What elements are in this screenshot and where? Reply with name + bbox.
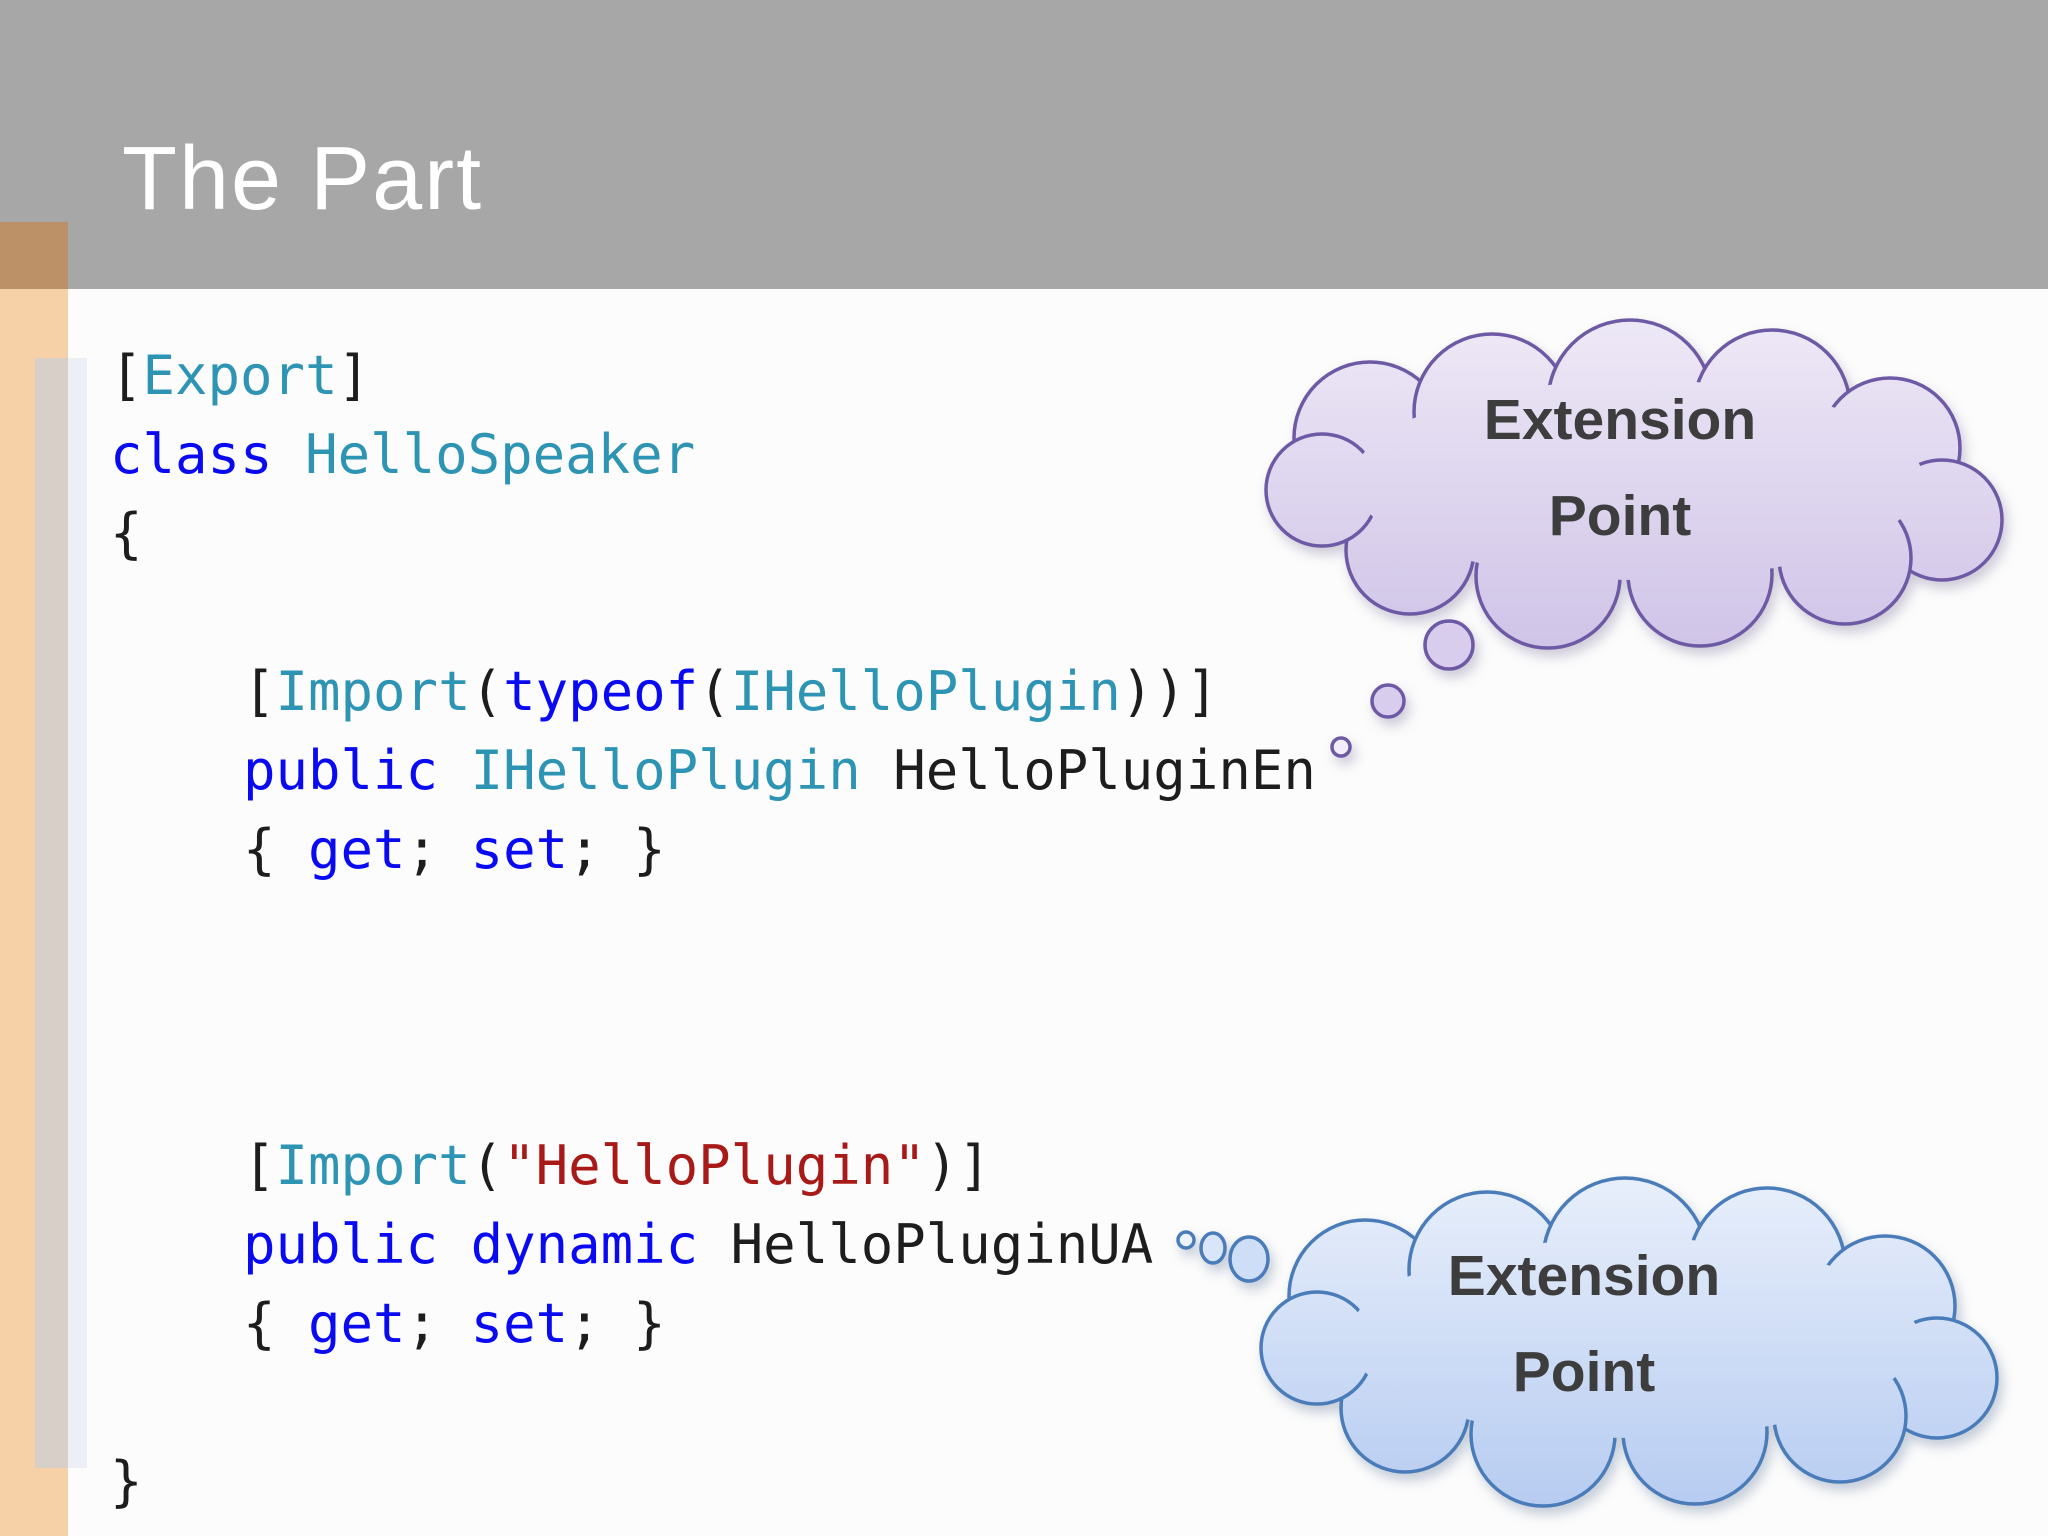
slide-header-band — [0, 0, 2048, 289]
code-token: Export — [142, 344, 338, 407]
cloud-label-line: Point — [1512, 1340, 1656, 1404]
code-token: )] — [925, 1134, 991, 1197]
code-token: "HelloPlugin" — [503, 1134, 926, 1197]
code-line — [110, 573, 1316, 652]
code-token: [ — [110, 344, 143, 407]
code-token: HelloPluginUA — [730, 1213, 1154, 1276]
thought-trail-bubble — [1423, 619, 1475, 671]
code-token: ; } — [568, 1292, 666, 1355]
cloud-label-bottom: Extension Point — [1349, 1228, 1819, 1420]
cloud-label-line: Extension — [1483, 388, 1757, 452]
code-token: IHelloPlugin — [730, 660, 1121, 723]
code-token: { — [110, 502, 143, 565]
code-line — [110, 968, 1316, 1047]
code-line: [Import(typeof(IHelloPlugin))] — [110, 652, 1316, 731]
code-line: { get; set; } — [110, 810, 1316, 889]
code-token: public — [243, 1213, 471, 1276]
code-line: { get; set; } — [110, 1284, 1316, 1363]
code-token: HelloSpeaker — [305, 423, 696, 486]
code-token: ; } — [568, 818, 666, 881]
code-token: public — [243, 739, 471, 802]
cloud-label-top: Extension Point — [1385, 372, 1855, 564]
code-token: [ — [243, 1134, 276, 1197]
code-token: ] — [337, 344, 371, 407]
code-line — [110, 1047, 1316, 1126]
code-token: typeof — [503, 660, 699, 723]
code-token: ( — [470, 660, 504, 723]
slide-title: The Part — [122, 129, 484, 229]
code-line: [Export] — [110, 336, 1316, 415]
code-line — [110, 1363, 1316, 1442]
code-token: ( — [470, 1134, 504, 1197]
code-token: ))] — [1120, 660, 1219, 723]
code-line — [110, 889, 1316, 968]
code-token: Import — [275, 1134, 471, 1197]
code-token: ; — [405, 818, 471, 881]
code-token: } — [110, 1450, 143, 1513]
code-line: public IHelloPlugin HelloPluginEn — [110, 731, 1316, 810]
code-token: dynamic — [470, 1213, 731, 1276]
code-line: class HelloSpeaker — [110, 415, 1316, 494]
thought-trail-bubble — [1370, 683, 1406, 719]
cloud-label-line: Point — [1548, 484, 1692, 548]
code-token: IHelloPlugin — [470, 739, 894, 802]
code-line: { — [110, 494, 1316, 573]
code-line: [Import("HelloPlugin")] — [110, 1126, 1316, 1205]
code-block: [Export]class HelloSpeaker{[Import(typeo… — [110, 336, 1316, 1521]
code-token: [ — [243, 660, 276, 723]
left-bar-gray-outer — [68, 358, 87, 1468]
left-stripe-dark-tan — [0, 222, 68, 289]
code-line: public dynamic HelloPluginUA — [110, 1205, 1316, 1284]
code-token: HelloPluginEn — [893, 739, 1316, 802]
cloud-label-line: Extension — [1447, 1244, 1721, 1308]
code-token: { — [243, 818, 309, 881]
code-token: set — [470, 818, 569, 881]
left-bar-gray-inner — [35, 358, 68, 1468]
code-token: get — [308, 1292, 406, 1355]
thought-trail-bubble — [1330, 736, 1352, 758]
code-token: get — [308, 818, 406, 881]
code-token: { — [243, 1292, 309, 1355]
code-token: ; — [405, 1292, 471, 1355]
code-line: } — [110, 1442, 1316, 1521]
code-token: Import — [275, 660, 471, 723]
code-token: class — [110, 423, 306, 486]
code-token: ( — [698, 660, 731, 723]
code-token: set — [470, 1292, 569, 1355]
